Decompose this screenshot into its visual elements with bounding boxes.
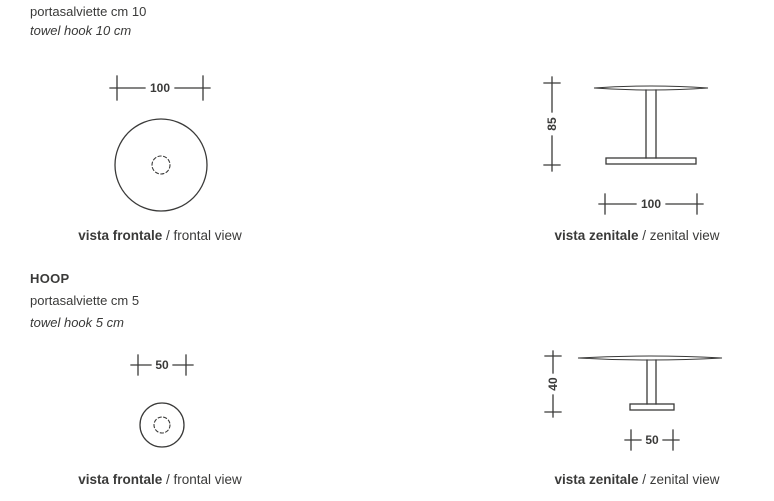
dimension-width-lines <box>109 75 211 101</box>
dimension-width-value: 100 <box>150 81 170 95</box>
dimension-height-lines <box>543 76 561 172</box>
dimension-height-lines <box>544 350 562 418</box>
drawing-zenital-5cm: 40 50 <box>544 350 723 451</box>
caption-frontal-5cm: vista frontale / frontal view <box>78 472 242 487</box>
hook-ring-outline <box>114 118 208 212</box>
caption-label-it: vista frontale <box>78 472 163 487</box>
caption-label-en: / zenital view <box>638 472 720 487</box>
dimension-width-value: 50 <box>645 433 659 447</box>
caption-label-en: / frontal view <box>162 472 242 487</box>
product-title-en: towel hook 10 cm <box>30 23 132 38</box>
dimension-width-lines <box>624 429 680 451</box>
drawing-zenital-10cm: 85 100 <box>543 76 709 215</box>
ring-top-view <box>577 355 723 361</box>
caption-zenital-5cm: vista zenitale / zenital view <box>554 472 719 487</box>
caption-label-it: vista frontale <box>78 228 163 243</box>
product-title-it: portasalviette cm 10 <box>30 4 147 19</box>
dimension-width-value: 50 <box>155 358 169 372</box>
product-name: HOOP <box>30 271 70 286</box>
screw-hole-dashed-circle <box>151 155 171 175</box>
caption-frontal-10cm: vista frontale / frontal view <box>78 228 242 243</box>
dimension-height-value: 40 <box>546 377 560 391</box>
wall-plate-profile <box>629 403 675 411</box>
caption-label-it: vista zenitale <box>554 472 639 487</box>
drawing-frontal-5cm: 50 <box>130 354 194 448</box>
product-title-it: portasalviette cm 5 <box>30 293 140 308</box>
caption-zenital-10cm: vista zenitale / zenital view <box>554 228 719 243</box>
dimension-height-value: 85 <box>545 117 559 131</box>
stem-profile <box>646 359 657 405</box>
caption-label-it: vista zenitale <box>554 228 639 243</box>
wall-plate-profile <box>605 157 697 165</box>
drawing-frontal-10cm: 100 <box>109 75 211 212</box>
ring-top-view <box>593 85 709 91</box>
hook-ring-outline <box>139 402 185 448</box>
product-title-en: towel hook 5 cm <box>30 315 124 330</box>
dimension-width-lines <box>130 354 194 376</box>
dimension-width-value: 100 <box>641 197 661 211</box>
product-header-hoop: HOOP portasalviette cm 5 towel hook 5 cm <box>30 268 139 334</box>
caption-label-en: / frontal view <box>162 228 242 243</box>
caption-label-en: / zenital view <box>638 228 720 243</box>
product-header-10cm: portasalviette cm 10 towel hook 10 cm <box>30 2 146 40</box>
screw-hole-dashed-circle <box>153 416 171 434</box>
dimension-width-lines <box>598 193 704 215</box>
stem-profile <box>645 89 657 159</box>
